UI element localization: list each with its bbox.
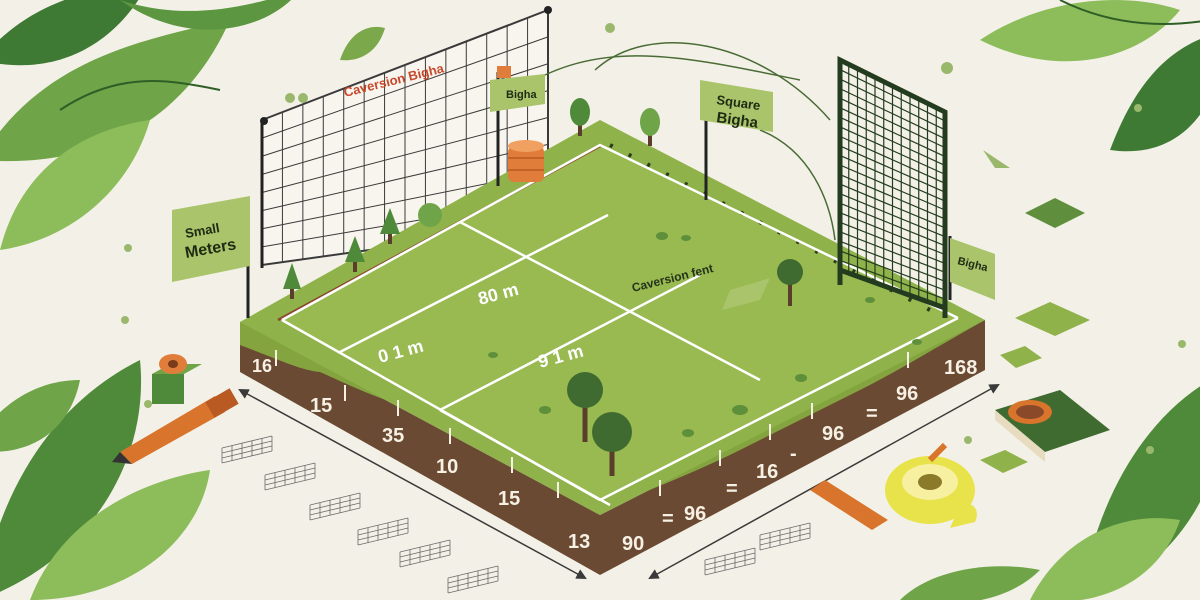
right-edge-number: = xyxy=(866,403,878,425)
right-edge-number: - xyxy=(790,443,797,465)
paper-tables xyxy=(221,435,811,594)
ruler xyxy=(810,480,888,530)
dimension-arrow-left xyxy=(238,388,587,580)
foliage-bottom-left xyxy=(0,360,210,600)
grass-tiles xyxy=(980,302,1090,473)
decor-dots xyxy=(121,23,1186,454)
foliage-top-right xyxy=(980,0,1200,152)
right-edge-number: 96 xyxy=(822,423,844,445)
right-edge-number: = xyxy=(726,478,738,500)
left-edge-number: 10 xyxy=(436,456,458,478)
right-edge-number: 16 xyxy=(756,461,778,483)
book xyxy=(995,390,1110,462)
left-edge-number: 16 xyxy=(252,356,272,376)
leaf-floating-icon xyxy=(340,26,385,61)
grid-frame xyxy=(837,55,948,318)
sign-top-center-text: Bigha xyxy=(506,89,537,101)
sign-left: Small Meters xyxy=(172,196,250,318)
right-edge-number: 96 xyxy=(684,503,706,525)
right-edge-number: 90 xyxy=(622,533,644,555)
sign-top-center: Bigha xyxy=(490,66,545,186)
left-edge-number: 35 xyxy=(382,425,404,447)
diamond-shape xyxy=(1025,198,1085,228)
sign-left-line-1: Small xyxy=(184,220,221,241)
sign-right: Bigha xyxy=(948,236,995,300)
sign-top-right-line-2: Bigha xyxy=(715,109,759,132)
trees xyxy=(283,98,803,476)
pencil-sharpener xyxy=(152,354,202,404)
foliage-bottom-right xyxy=(900,386,1200,600)
left-edge-number: 15 xyxy=(310,395,332,417)
coin-stack xyxy=(508,140,544,182)
sign-top-right-line-1: Square xyxy=(716,92,762,113)
sign-top-right: Square Bigha xyxy=(700,80,773,200)
pencil xyxy=(112,388,239,464)
left-edge-number: 15 xyxy=(498,488,520,510)
foliage-top-left xyxy=(0,0,291,250)
left-edge-number: 13 xyxy=(568,531,590,553)
right-edge-number: = xyxy=(662,508,674,530)
right-edge-number: 96 xyxy=(896,383,918,405)
tape-measure xyxy=(885,442,977,528)
right-edge-number: 168 xyxy=(944,357,977,379)
